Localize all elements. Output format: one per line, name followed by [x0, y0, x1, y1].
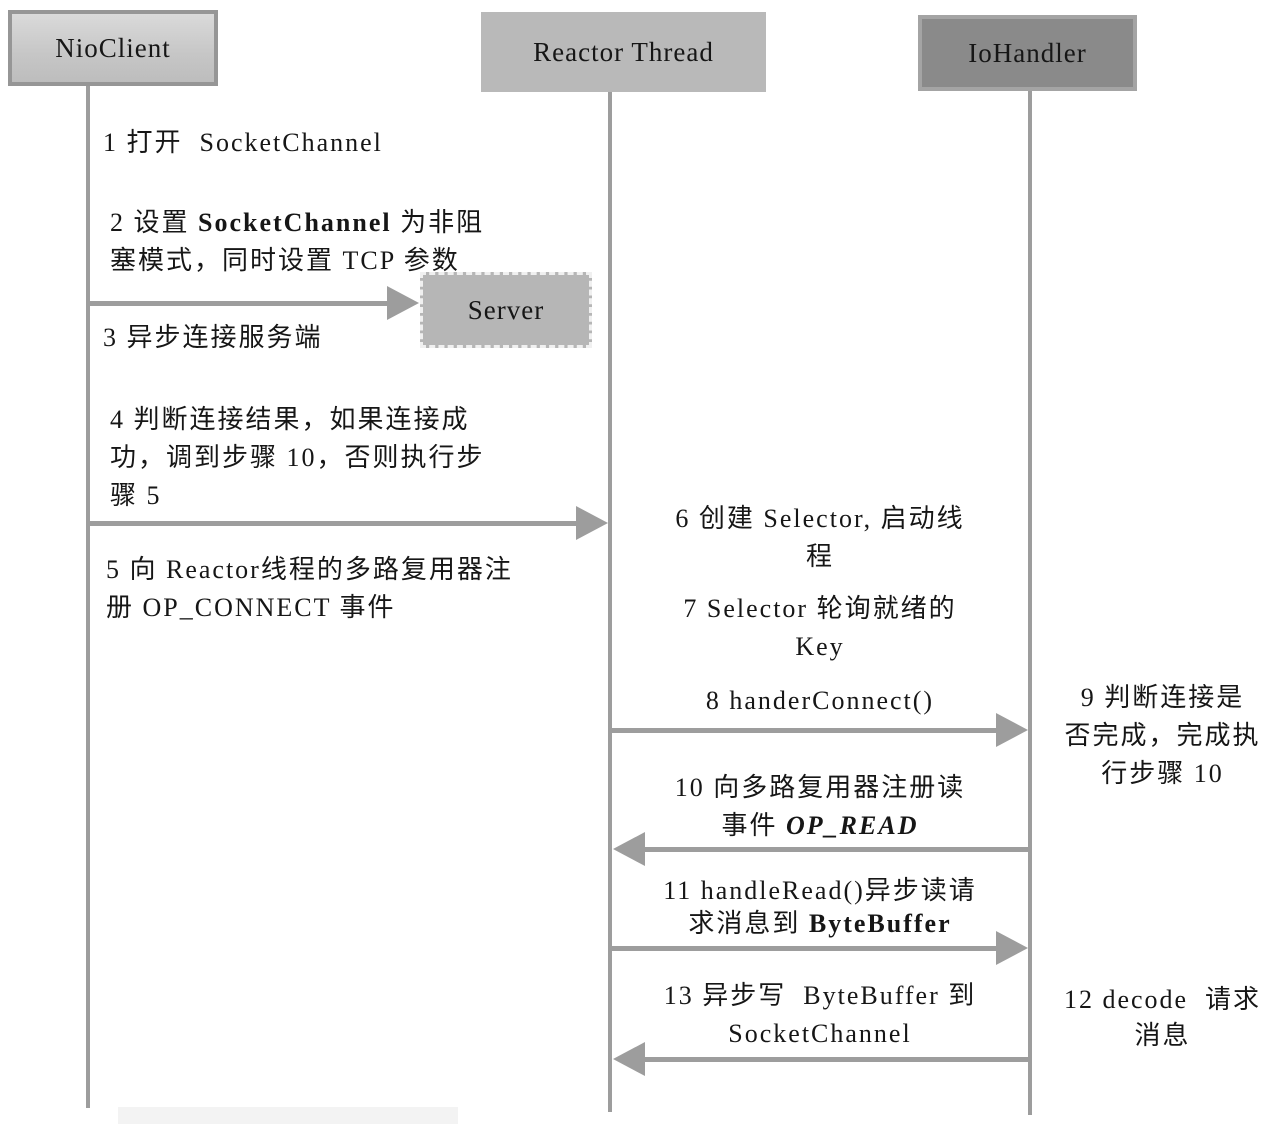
arrow-step11-handleread — [612, 931, 1028, 965]
step-11-handleread-to-bytebuffer: 11 handleRead()异步读请 求消息到 ByteBuffer — [650, 874, 990, 940]
step-text-line: 9 判断连接是 — [1080, 683, 1245, 712]
step-text-line: 13 异步写 ByteBuffer 到 — [663, 981, 977, 1010]
step-2-set-nonblocking: 2 设置 SocketChannel 为非阻 塞模式，同时设置 TCP 参数 — [110, 204, 484, 280]
arrow-step10-register-opread — [613, 832, 1028, 866]
arrow-head-right-icon — [576, 506, 608, 540]
step-9-check-connect-complete: 9 判断连接是 否完成，完成执 行步骤 10 — [1040, 679, 1280, 793]
step-12-decode-request: 12 decode 请求 消息 — [1040, 982, 1280, 1054]
actor-label-reactor-thread: Reactor Thread — [533, 36, 714, 67]
step-text-line: 2 设置 SocketChannel 为非阻 — [110, 208, 485, 237]
step-text-line: 事件 OP_READ — [721, 811, 919, 840]
step-text: 3 异步连接服务端 — [103, 323, 323, 352]
step-text-line: 塞模式，同时设置 TCP 参数 — [110, 246, 460, 275]
step-text: 1 打开 SocketChannel — [103, 128, 383, 157]
actor-label-nioclient: NioClient — [55, 32, 171, 63]
step-text-line: 骤 5 — [110, 481, 162, 510]
arrow-shaft — [643, 1057, 1030, 1062]
actor-box-iohandler: IoHandler — [918, 15, 1137, 91]
actor-label-iohandler: IoHandler — [968, 37, 1087, 68]
arrow-head-right-icon — [387, 286, 419, 320]
step-4-check-connect-result: 4 判断连接结果，如果连接成 功，调到步骤 10，否则执行步 骤 5 — [110, 401, 485, 515]
actor-box-reactor-thread: Reactor Thread — [481, 12, 766, 92]
step-text-line: 册 OP_CONNECT 事件 — [106, 593, 396, 622]
step-5-register-opconnect: 5 向 Reactor线程的多路复用器注 册 OP_CONNECT 事件 — [106, 551, 513, 627]
arrow-step3-connect-to-server — [88, 286, 419, 320]
step-text-line: 消息 — [1134, 1021, 1191, 1050]
step-13-async-write-bytebuffer: 13 异步写 ByteBuffer 到 SocketChannel — [650, 977, 990, 1053]
arrow-shaft — [612, 946, 998, 951]
arrow-head-right-icon — [996, 931, 1028, 965]
step-text-line: 功，调到步骤 10，否则执行步 — [110, 443, 485, 472]
arrow-shaft — [88, 521, 578, 526]
step-text: 8 handerConnect() — [705, 686, 935, 715]
step-text-line: 行步骤 10 — [1101, 759, 1224, 788]
arrow-shaft — [643, 847, 1028, 852]
arrow-head-left-icon — [613, 1042, 645, 1076]
arrow-step8-handerconnect — [612, 713, 1028, 747]
lifeline-reactor-thread — [608, 92, 612, 1112]
server-label: Server — [467, 294, 545, 325]
step-text-line: 程 — [805, 542, 834, 571]
server-box: Server — [420, 272, 592, 348]
step-text-line: 求消息到 ByteBuffer — [688, 909, 952, 938]
step-text-line: 12 decode 请求 — [1063, 985, 1262, 1014]
step-6-create-selector: 6 创建 Selector, 启动线 程 — [655, 500, 985, 576]
step-text-line: 4 判断连接结果，如果连接成 — [110, 405, 470, 434]
step-text-line: 否完成，完成执 — [1064, 721, 1261, 750]
lifeline-nioclient — [86, 86, 90, 1108]
step-10-register-read-event: 10 向多路复用器注册读 事件 OP_READ — [655, 769, 985, 845]
step-text-line: 5 向 Reactor线程的多路复用器注 — [106, 555, 513, 584]
actor-box-nioclient: NioClient — [8, 10, 218, 86]
step-3-async-connect: 3 异步连接服务端 — [103, 319, 323, 357]
step-text-line: Key — [795, 632, 845, 661]
step-7-selector-poll-keys: 7 Selector 轮询就绪的 Key — [655, 590, 985, 666]
arrow-head-left-icon — [613, 832, 645, 866]
arrow-shaft — [88, 301, 389, 306]
arrow-step13-async-write — [613, 1042, 1030, 1076]
step-8-handerconnect-label: 8 handerConnect() — [655, 682, 985, 720]
arrow-head-right-icon — [996, 713, 1028, 747]
step-1-open-socketchannel: 1 打开 SocketChannel — [103, 124, 383, 162]
step-text-line: 6 创建 Selector, 启动线 — [675, 504, 965, 533]
arrow-step5-register-opconnect — [88, 506, 608, 540]
lifeline-iohandler — [1028, 91, 1032, 1115]
arrow-shaft — [612, 728, 998, 733]
step-text-line: 10 向多路复用器注册读 — [674, 773, 966, 802]
step-text-line: 7 Selector 轮询就绪的 — [683, 594, 957, 623]
step-text-line: 11 handleRead()异步读请 — [663, 876, 977, 905]
step-text-line: SocketChannel — [728, 1019, 912, 1048]
scan-remnant — [118, 1107, 458, 1124]
